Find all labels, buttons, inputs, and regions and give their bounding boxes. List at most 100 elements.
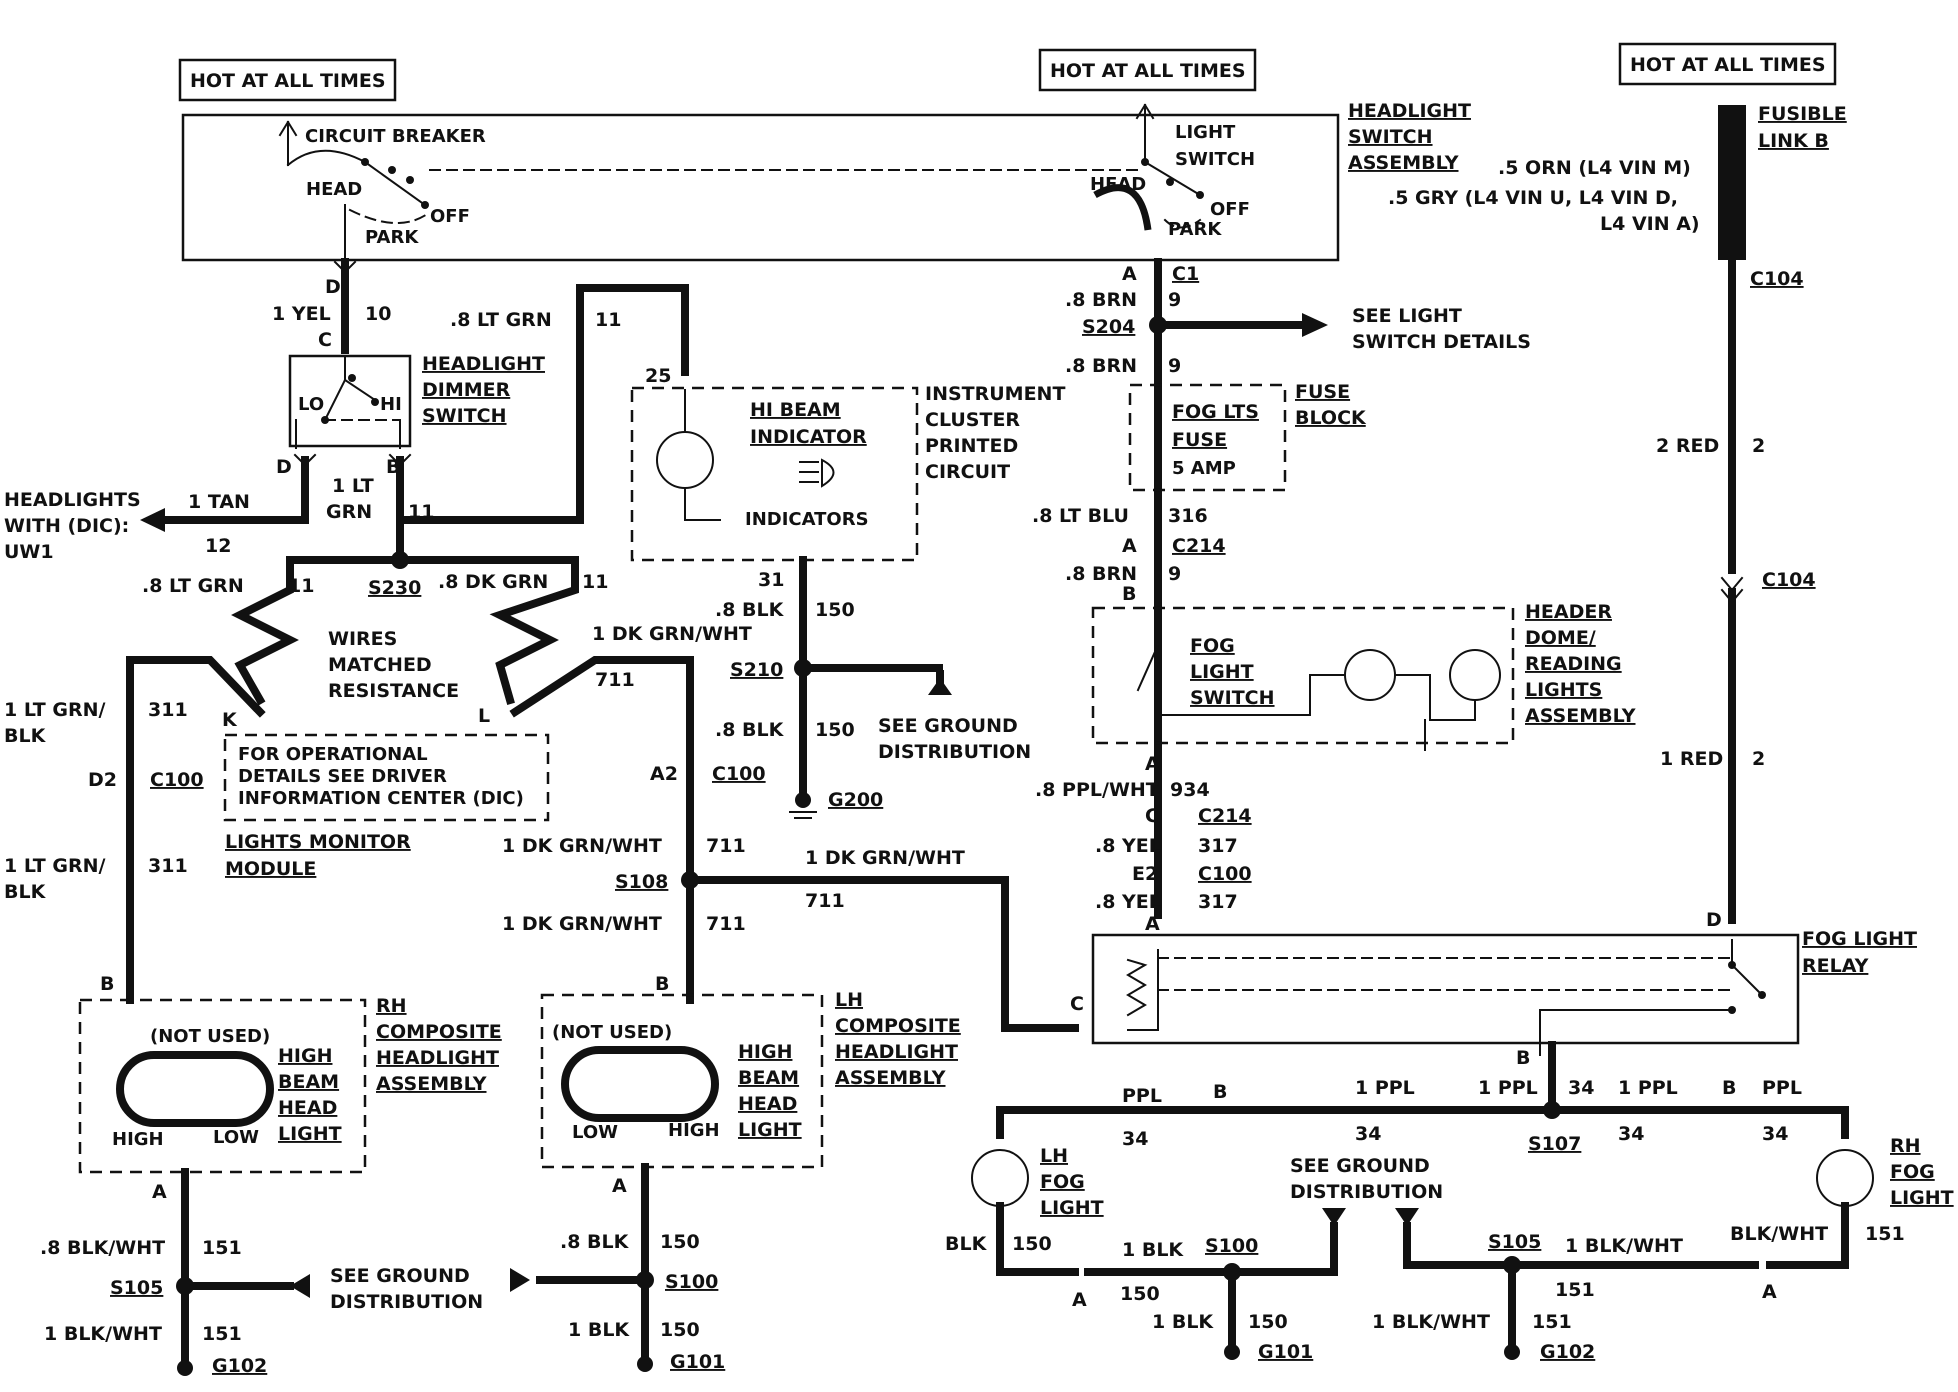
rh-ground-arrow-icon: [290, 1274, 310, 1298]
hot-box-2: [1038, 48, 1257, 92]
blk8-label-1: .8 BLK: [715, 599, 785, 621]
rh-fog-label-1: RH: [1890, 1135, 1921, 1157]
dimmer-name-1: HEADLIGHT: [422, 353, 545, 375]
light-label: LIGHT: [1175, 122, 1236, 143]
hot-box-3: [1618, 42, 1837, 86]
brn-number-3: 9: [1168, 563, 1181, 585]
d2-label: D2: [88, 769, 117, 791]
lgblk-label-blk-1: BLK: [4, 725, 47, 747]
headlight-switch-name-1: HEADLIGHT: [1348, 100, 1471, 122]
lh-fog-150-label: 150: [1012, 1233, 1052, 1255]
fogbus-34-e: 34: [1762, 1123, 1788, 1145]
ltgrn-label-1: 1 LT: [332, 475, 374, 497]
op-label-1: FOR OPERATIONAL: [238, 744, 428, 765]
ltgrn-cluster-number: 11: [595, 309, 621, 331]
s210-label: S210: [730, 659, 783, 681]
hd-label-3: READING: [1525, 653, 1622, 675]
a2-label: A2: [650, 763, 678, 785]
ltgrn-zigzag: [231, 556, 404, 706]
rh-label-1: RH: [376, 995, 407, 1017]
fog-a2-label: A: [1122, 535, 1137, 557]
rh-fog-151-label: 151: [1865, 1223, 1905, 1245]
fogbus-ppl-4: PPL: [1762, 1077, 1802, 1099]
fog-151c-label: 151: [1532, 1311, 1572, 1333]
lh-hb-label-1: HIGH: [738, 1041, 792, 1063]
hot-box-1: [178, 58, 397, 102]
red1-number: 2: [1752, 748, 1765, 770]
dome-bulb-icon-2: [1449, 649, 1501, 701]
lh-blk-label: .8 BLK: [560, 1231, 630, 1253]
c100-label-a: C100: [150, 769, 204, 791]
hd-label-5: ASSEMBLY: [1525, 705, 1636, 727]
lh-ground-arrow-icon: [510, 1268, 530, 1292]
dimmer-contacts: [323, 355, 377, 422]
switch-label: SWITCH: [1175, 149, 1255, 170]
headlights-label-1: HEADLIGHTS: [4, 489, 141, 511]
lh-notused-label: (NOT USED): [552, 1022, 672, 1043]
lh-label-4: ASSEMBLY: [835, 1067, 946, 1089]
hd-label-1: HEADER: [1525, 601, 1612, 623]
hd-label-4: LIGHTS: [1525, 679, 1602, 701]
park-label-1: PARK: [365, 227, 419, 248]
lh-label-3: HEADLIGHT: [835, 1041, 958, 1063]
g200-label: G200: [828, 789, 883, 811]
lgblk-number-1: 311: [148, 699, 188, 721]
sgd-label-1: SEE GROUND: [878, 715, 1018, 737]
op-label-2: DETAILS SEE DRIVER: [238, 766, 447, 787]
tan-wire: [156, 456, 309, 524]
lmm-label-2: MODULE: [225, 858, 316, 880]
fogbus-34-a: 34: [1568, 1077, 1594, 1099]
conn-d-label: D: [325, 276, 341, 298]
circuit-breaker-label: CIRCUIT BREAKER: [305, 126, 486, 147]
rh-headlamp-icon: [116, 1051, 274, 1127]
ppw-label: .8 PPL/WHT: [1035, 779, 1159, 801]
c1-label: C1: [1172, 263, 1199, 285]
yel-number-2: 317: [1198, 891, 1238, 913]
fog-s100-label: S100: [1205, 1235, 1258, 1257]
relay-d-label: D: [1706, 909, 1722, 931]
c214b-label: C214: [1198, 805, 1252, 827]
hibeam-label-1: HI BEAM: [750, 399, 841, 421]
blk8-number-2: 150: [815, 719, 855, 741]
ltgrn8-number: 11: [288, 575, 314, 597]
dkgw-to-relay: [686, 876, 1079, 1032]
fog-150b-label: 150: [1120, 1283, 1160, 1305]
dkgw-wire: [509, 656, 694, 1004]
ltgrn-label-2: GRN: [326, 501, 372, 523]
lh-fog-ground-wire: [996, 1202, 1338, 1276]
rh-b-label: B: [100, 973, 114, 995]
headlight-switch-name-2: SWITCH: [1348, 126, 1433, 148]
rh-label-4: ASSEMBLY: [376, 1073, 487, 1095]
fuse-label-2: FUSE: [1172, 429, 1227, 451]
headlights-label-3: UW1: [4, 541, 54, 563]
lgblk-label-2: 1 LT GRN/: [4, 855, 105, 877]
fog-g101-ground-icon: [1224, 1344, 1240, 1360]
lo-label: LO: [298, 394, 324, 415]
ppl-bus-wire: [996, 1041, 1849, 1139]
wires-label-2: MATCHED: [328, 654, 432, 676]
header-dome-box: [1091, 606, 1515, 745]
lh-fog-bulb-icon: [971, 1149, 1029, 1207]
lh-high-label: HIGH: [668, 1120, 720, 1141]
s107-splice: [1543, 1101, 1561, 1119]
dkgw-label-2: 1 DK GRN/WHT: [502, 835, 662, 857]
fogbus-b2-label: B: [1722, 1077, 1736, 1099]
rh-a-label: A: [152, 1181, 167, 1203]
rh-label-3: HEADLIGHT: [376, 1047, 499, 1069]
relay-label-2: RELAY: [1802, 955, 1869, 977]
cb-arc: [286, 149, 367, 167]
fog-a3-label: A: [1145, 753, 1160, 775]
lh-fog-label-3: LIGHT: [1040, 1197, 1104, 1219]
s230-label: S230: [368, 577, 421, 599]
hot-label-2: HOT AT ALL TIMES: [1050, 60, 1246, 82]
fuse-label-3: 5 AMP: [1172, 458, 1236, 479]
dome-bulb-icon-1: [1344, 649, 1396, 701]
dimmer-switch-box: [288, 354, 412, 448]
fog-b-label: B: [1122, 583, 1136, 605]
fls-label-1: FOG: [1190, 635, 1235, 657]
fuse-block-label-1: FUSE: [1295, 381, 1350, 403]
ltgrn8-label: .8 LT GRN: [142, 575, 244, 597]
fog-bw0-label: BLK/WHT: [1730, 1223, 1828, 1245]
yel-label-2: .8 YEL: [1095, 891, 1161, 913]
